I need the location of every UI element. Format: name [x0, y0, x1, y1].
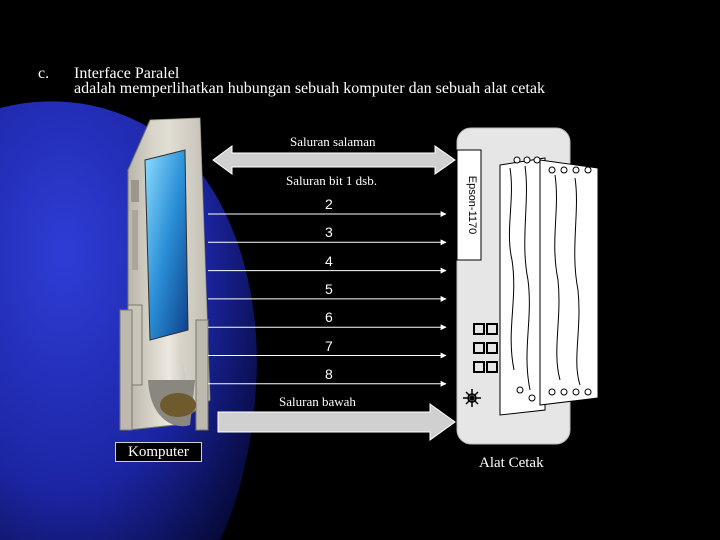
data-line-number-4: 4 [325, 252, 333, 269]
computer-illustration [119, 117, 211, 431]
printer-illustration [456, 127, 599, 445]
data-line-number-2: 2 [325, 196, 333, 212]
data-line-number-7: 7 [325, 337, 333, 354]
data-line-number-3: 3 [325, 224, 333, 241]
data-line-label: Saluran bit 1 dsb. [286, 173, 377, 188]
data-line-number-8: 8 [325, 365, 333, 382]
section-letter: c. [38, 65, 50, 82]
printer-light-icon [463, 389, 481, 407]
printer-control-buttons [473, 323, 498, 373]
handshake-label: Saluran salaman [290, 134, 376, 149]
computer-label: Komputer [115, 442, 202, 462]
data-lines-group [208, 211, 447, 387]
data-line-number-5: 5 [325, 280, 333, 297]
printer-label: Alat Cetak [479, 455, 544, 471]
slide-title: Interface Paralel [74, 65, 180, 82]
slide-subtitle: adalah memperlihatkan hubungan sebuah ko… [74, 80, 545, 97]
handshake-arrow [212, 145, 456, 175]
bottom-arrow [217, 403, 456, 441]
printer-model-label: Epson-1170 [466, 175, 478, 235]
bottom-line-label: Saluran bawah [279, 394, 356, 409]
data-line-number-6: 6 [325, 309, 333, 326]
